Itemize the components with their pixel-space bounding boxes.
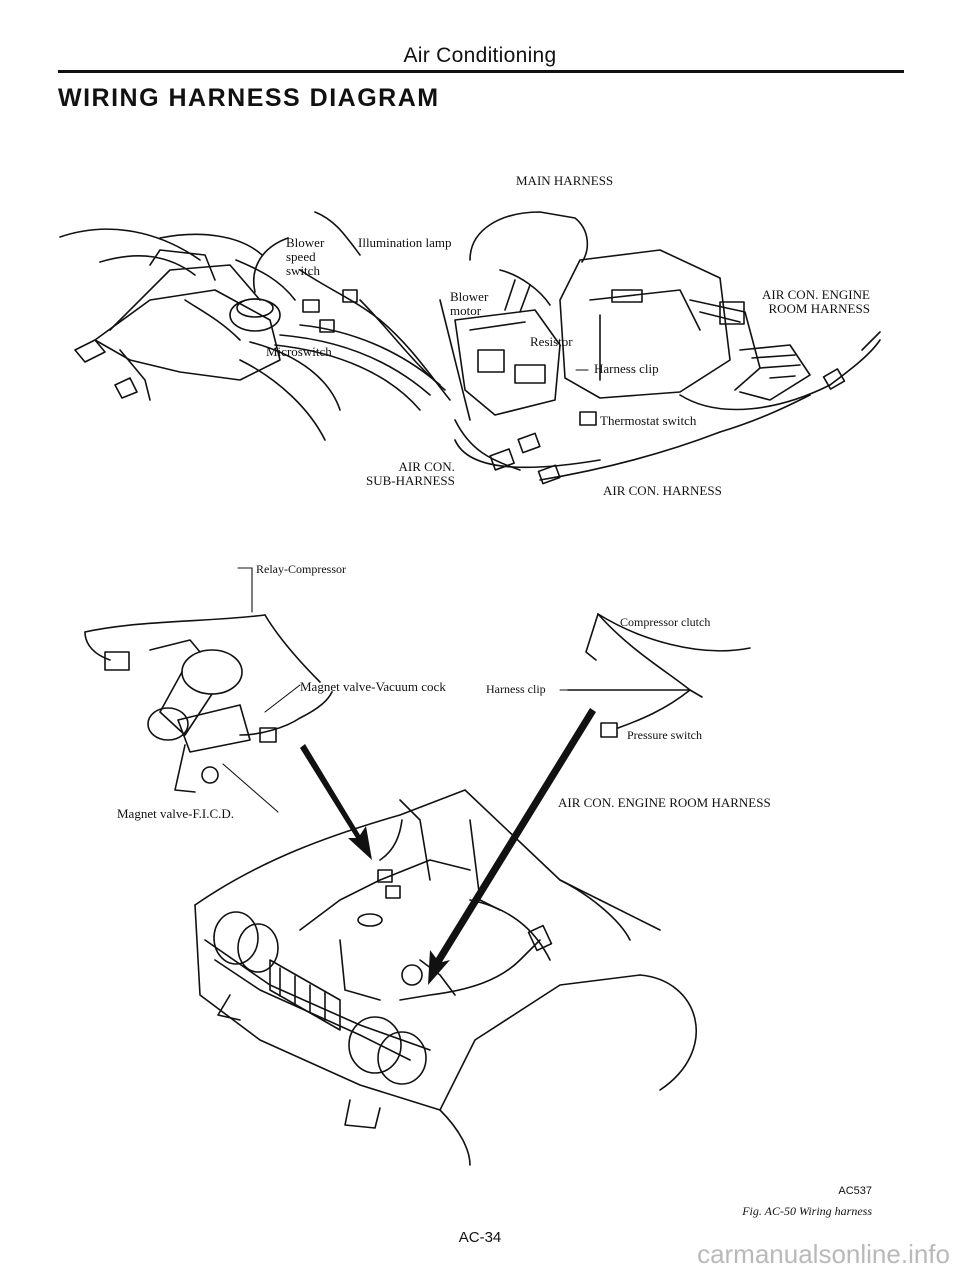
leader-lines (222, 369, 589, 813)
label-resistor: Resistor (530, 334, 573, 349)
section-title: WIRING HARNESS DIAGRAM (58, 84, 440, 112)
pointer-arrows (300, 708, 596, 985)
label-harness-clip-top: Harness clip (594, 361, 659, 376)
label-air-con-sub-harness: AIR CON. SUB-HARNESS (366, 459, 455, 488)
figure-code: AC537 (838, 1185, 872, 1197)
label-magnet-valve-ficd: Magnet valve-F.I.C.D. (117, 806, 235, 821)
label-compressor-clutch: Compressor clutch (620, 615, 711, 629)
label-thermostat-switch: Thermostat switch (600, 413, 697, 428)
label-magnet-valve-vacuum-cock: Magnet valve-Vacuum cock (300, 679, 446, 694)
arrow-magnet-valve (300, 744, 372, 860)
label-blower-speed-switch: Blower speed switch (286, 235, 325, 278)
compressor-wiring-drawing (567, 613, 751, 738)
header-rule (58, 70, 904, 73)
label-illumination-lamp: Illumination lamp (358, 235, 452, 250)
label-harness-clip-bottom: Harness clip (486, 682, 546, 696)
figure-caption: Fig. AC-50 Wiring harness (742, 1204, 872, 1218)
label-microswitch: Microswitch (266, 344, 332, 359)
page-header: Air Conditioning (403, 44, 557, 67)
label-engine-room-harness-top: AIR CON. ENGINE ROOM HARNESS (762, 287, 870, 316)
sub-harness-wires (274, 299, 521, 471)
label-pressure-switch: Pressure switch (627, 728, 702, 742)
label-air-con-harness: AIR CON. HARNESS (603, 483, 722, 498)
label-blower-motor: Blower motor (450, 289, 489, 318)
label-engine-room-harness-bottom: AIR CON. ENGINE ROOM HARNESS (558, 795, 771, 810)
evaporator-housing-drawing (454, 211, 811, 416)
car-body-drawing (194, 789, 697, 1166)
relay-compressor-drawing (84, 614, 333, 793)
label-main-harness: MAIN HARNESS (516, 173, 614, 188)
arrow-engine-room (428, 708, 596, 985)
page-number: AC-34 (458, 1229, 502, 1246)
control-cluster-drawing (59, 211, 381, 441)
air-con-harness-wires (454, 394, 811, 485)
watermark: carmanualsonline.info (697, 1239, 950, 1269)
label-relay-compressor: Relay-Compressor (256, 562, 346, 576)
engine-room-harness-top-wires (679, 331, 881, 411)
